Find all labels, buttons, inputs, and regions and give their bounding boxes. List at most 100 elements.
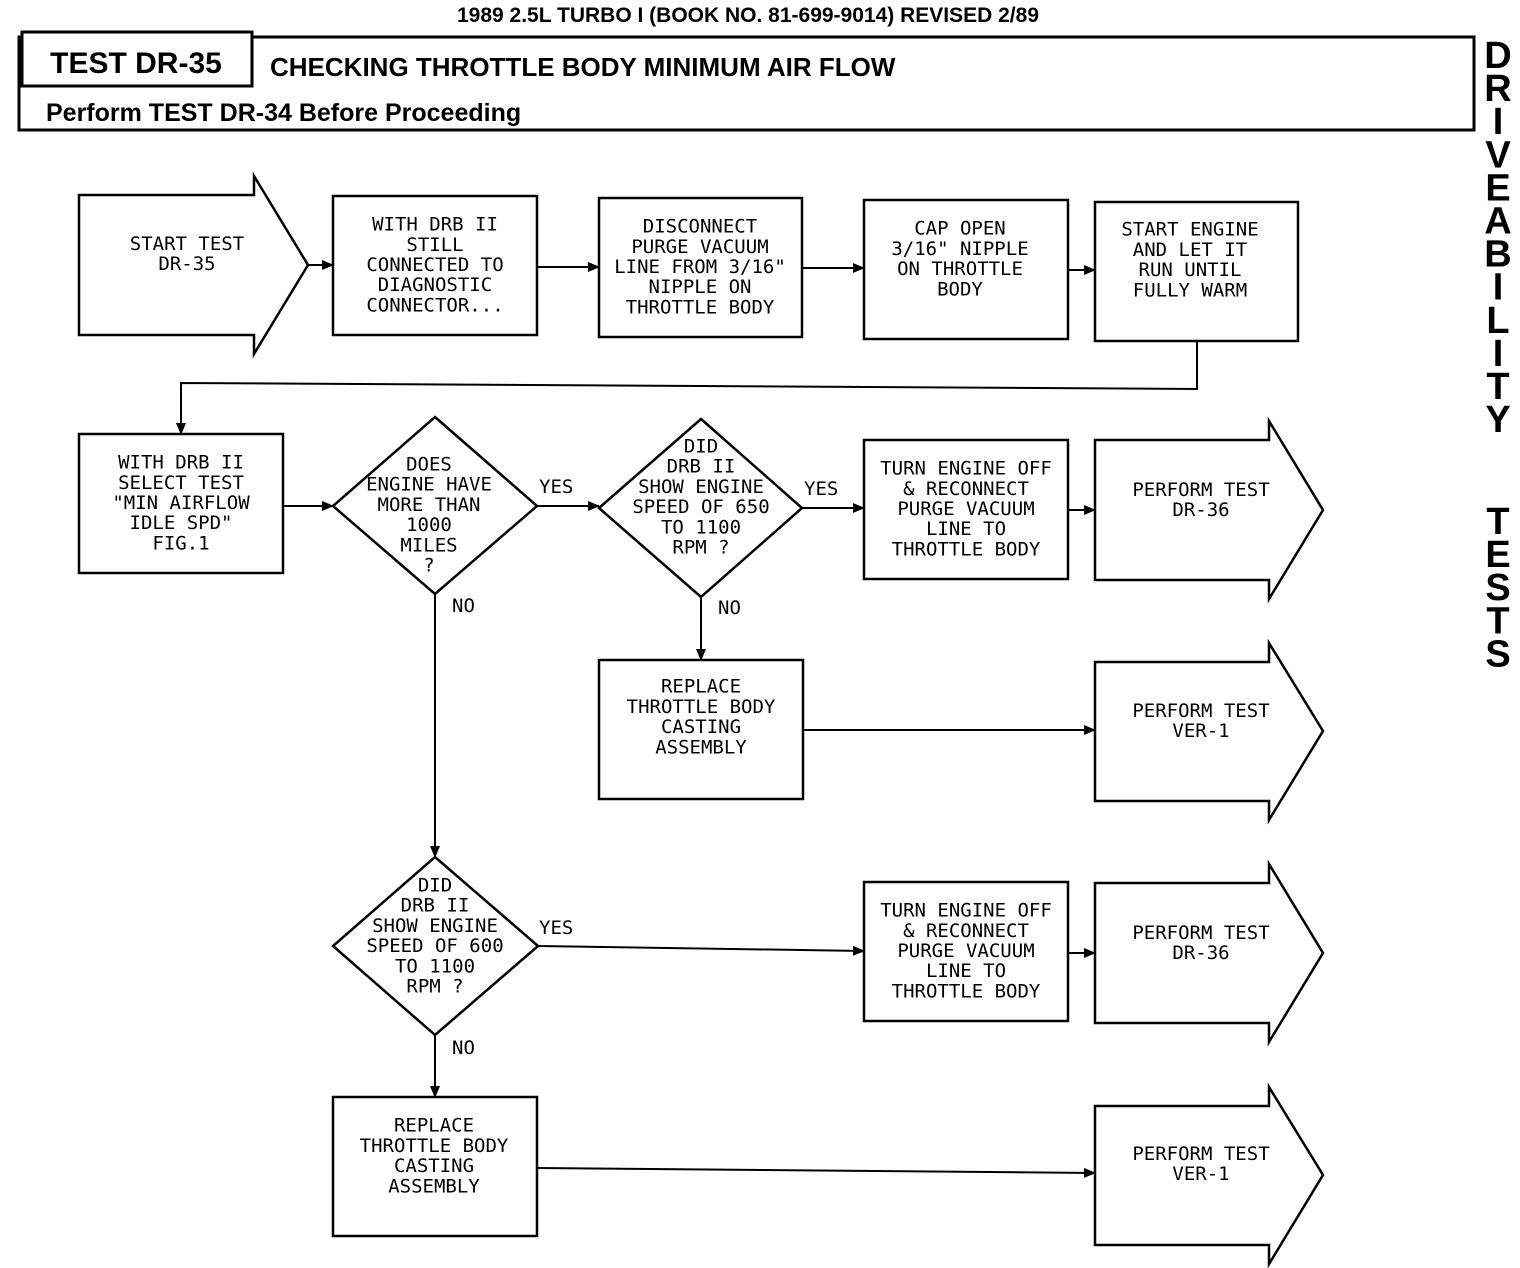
side-label-letter: A [1484, 201, 1511, 243]
node-text-line: VER-1 [1172, 720, 1229, 742]
node-text-line: 3/16" NIPPLE [891, 238, 1028, 260]
node-text-line: "MIN AIRFLOW [112, 492, 250, 514]
node-text-line: ? [423, 555, 434, 577]
node-text-line: DOES [406, 454, 452, 476]
start-arrow-shape [77, 171, 310, 359]
side-label-letter: R [1484, 68, 1511, 110]
side-label-letter: I [1493, 333, 1504, 375]
edge-warm-to-select [176, 341, 1198, 435]
node-text-line: ASSEMBLY [655, 736, 747, 758]
document-header-line: 1989 2.5L TURBO I (BOOK NO. 81-699-9014)… [457, 4, 1039, 27]
node-text-line: CASTING [394, 1155, 474, 1177]
edge-label-miles-yes: YES [539, 476, 573, 498]
node-text-line: PURGE VACUUM [897, 940, 1034, 962]
node-text-line: PERFORM TEST [1132, 1143, 1269, 1165]
step-replace-2-box [331, 1095, 539, 1238]
node-text-line: BODY [937, 278, 983, 300]
node-text-line: TO 1100 [661, 516, 741, 538]
edge-label-miles-no: NO [452, 595, 475, 617]
node-text-line: THROTTLE BODY [626, 296, 775, 318]
node-text-line: RPM ? [406, 976, 463, 998]
node-text-line: LINE FROM 3/16" [614, 256, 786, 278]
node-text-line: TURN ENGINE OFF [880, 900, 1052, 922]
node-text-line: SHOW ENGINE [638, 476, 764, 498]
node-text-line: TURN ENGINE OFF [880, 458, 1052, 480]
node-text-line: SELECT TEST [118, 472, 244, 494]
side-label-letter: I [1493, 267, 1504, 309]
side-label-letter: I [1493, 101, 1504, 143]
end-dr36-2-arrow-shape [1093, 859, 1325, 1047]
side-label-letter: T [1486, 600, 1509, 642]
node-text-line: DRB II [667, 456, 736, 478]
node-text-line: MORE THAN [378, 494, 481, 516]
node-text-line: PERFORM TEST [1132, 700, 1269, 722]
step-replace-1-box [597, 658, 805, 801]
title-frame [17, 35, 1476, 132]
decision-600-diamond [331, 855, 540, 1037]
node-text-line: DR-36 [1172, 499, 1229, 521]
flowchart-edges [176, 260, 1198, 1178]
side-label-letter: B [1484, 234, 1511, 276]
node-text-line: START TEST [130, 233, 244, 255]
step-connected-box [331, 194, 539, 337]
test-id: TEST DR-35 [50, 47, 222, 80]
end-ver1-2-arrow-shape [1093, 1082, 1325, 1268]
node-text-line: RPM ? [672, 537, 729, 559]
node-text-line: STILL [406, 234, 463, 256]
node-text-line: START ENGINE [1121, 219, 1258, 241]
node-text-line: LINE TO [926, 960, 1006, 982]
node-text-line: CAP OPEN [914, 218, 1006, 240]
node-text-line: REPLACE [394, 1115, 474, 1137]
node-text-line: ENGINE HAVE [366, 474, 492, 496]
node-text-line: TO 1100 [395, 955, 475, 977]
step-reconnect-2-box [862, 880, 1070, 1023]
edge-600-yes [537, 945, 865, 956]
node-text-line: NIPPLE ON [649, 276, 752, 298]
edge-label-650-no: NO [718, 597, 741, 619]
node-text-line: PURGE VACUUM [897, 498, 1034, 520]
node-text-line: & RECONNECT [903, 478, 1029, 500]
node-text-line: PURGE VACUUM [631, 236, 768, 258]
node-text-line: MILES [400, 534, 457, 556]
side-label-letter: D [1484, 35, 1511, 77]
node-text-line: SPEED OF 600 [366, 935, 503, 957]
node-text-line: THROTTLE BODY [627, 696, 776, 718]
node-text-line: CONNECTOR... [366, 294, 503, 316]
edge-label-600-no: NO [452, 1037, 475, 1059]
node-text-line: VER-1 [1172, 1163, 1229, 1185]
edge-label-650-yes: YES [804, 478, 838, 500]
step-warm-box [1093, 200, 1300, 343]
step-reconnect-1-box [862, 438, 1070, 581]
node-text-line: 1000 [406, 514, 452, 536]
edge-label-600-yes: YES [539, 917, 573, 939]
node-text-line: DIAGNOSTIC [378, 274, 492, 296]
